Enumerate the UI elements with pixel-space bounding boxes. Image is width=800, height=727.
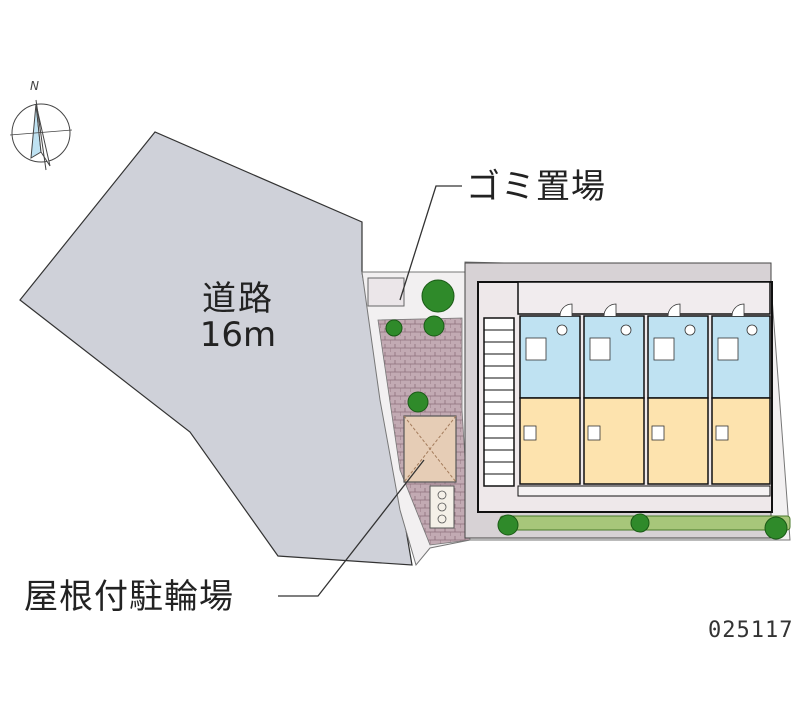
bicycle-racks xyxy=(429,485,455,529)
unit-1 xyxy=(519,303,581,485)
unit-3 xyxy=(647,303,709,485)
unit-4 xyxy=(711,303,771,485)
unit-2 xyxy=(583,303,645,485)
property-code: 025117 xyxy=(708,618,794,643)
garbage-leader-line xyxy=(399,185,462,301)
trees xyxy=(385,279,788,540)
road-width-label: 16m xyxy=(199,315,277,355)
corridor xyxy=(517,281,771,315)
bicycle-leader-line xyxy=(278,459,425,597)
garbage-area-label: ゴミ置場 xyxy=(466,167,606,207)
compass-icon xyxy=(9,99,73,171)
balcony xyxy=(517,485,771,497)
garbage-area xyxy=(367,277,405,307)
road-name-label: 道路 xyxy=(202,279,274,319)
bicycle-parking-label: 屋根付駐輪場 xyxy=(24,577,234,617)
compass-north-label: N xyxy=(30,79,39,93)
